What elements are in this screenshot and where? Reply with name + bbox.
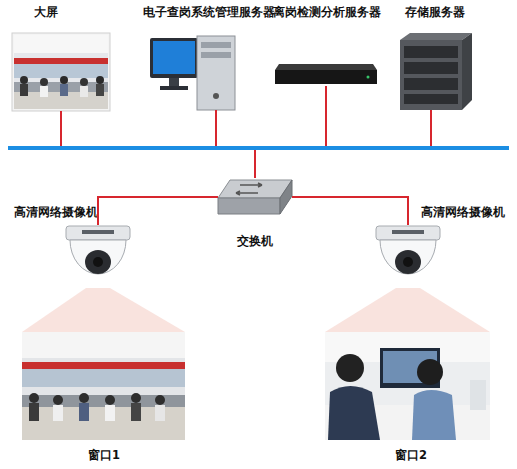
- camera-node: 高清网络摄像机: [374, 225, 442, 291]
- pc-illustration: [150, 36, 235, 110]
- camera-beam: [22, 288, 185, 332]
- window-node: 窗口1: [22, 332, 185, 440]
- camera-beam: [325, 288, 490, 332]
- window-photo: [22, 332, 185, 440]
- connector-line: [216, 110, 255, 178]
- switch-node: 交换机: [218, 178, 292, 216]
- camera-illustration: [66, 226, 130, 274]
- camera-node: 高清网络摄像机: [64, 225, 132, 291]
- server-node: 存储服务器: [400, 33, 472, 110]
- node-label: 窗口2: [395, 448, 427, 462]
- network-bus: [8, 146, 509, 150]
- connector-line: [98, 197, 218, 225]
- switch-illustration: [218, 180, 292, 214]
- node-label: 高清网络摄像机: [14, 205, 98, 219]
- node-label: 窗口1: [88, 448, 120, 462]
- connector-line: [255, 110, 431, 178]
- node-label: 高清网络摄像机: [421, 205, 505, 219]
- screen-illustration: [12, 33, 110, 111]
- connector-line: [292, 197, 408, 225]
- server-node: 离岗检测分析服务器: [275, 58, 377, 86]
- window-node: 窗口2: [325, 332, 490, 440]
- node-label: 交换机: [237, 234, 273, 248]
- window-photo: [325, 332, 490, 440]
- node-label: 存储服务器: [405, 5, 465, 19]
- server-node: 电子查岗系统管理服务器: [150, 33, 238, 110]
- screen-node: 大屏: [12, 33, 110, 111]
- connector-line: [61, 111, 255, 178]
- node-label: 电子查岗系统管理服务器: [143, 5, 275, 19]
- connector-line: [255, 86, 326, 178]
- node-label: 离岗检测分析服务器: [273, 5, 381, 19]
- node-label: 大屏: [34, 5, 58, 19]
- analysis-server-illustration: [275, 64, 377, 84]
- storage-server-illustration: [400, 33, 472, 110]
- camera-illustration: [376, 226, 440, 274]
